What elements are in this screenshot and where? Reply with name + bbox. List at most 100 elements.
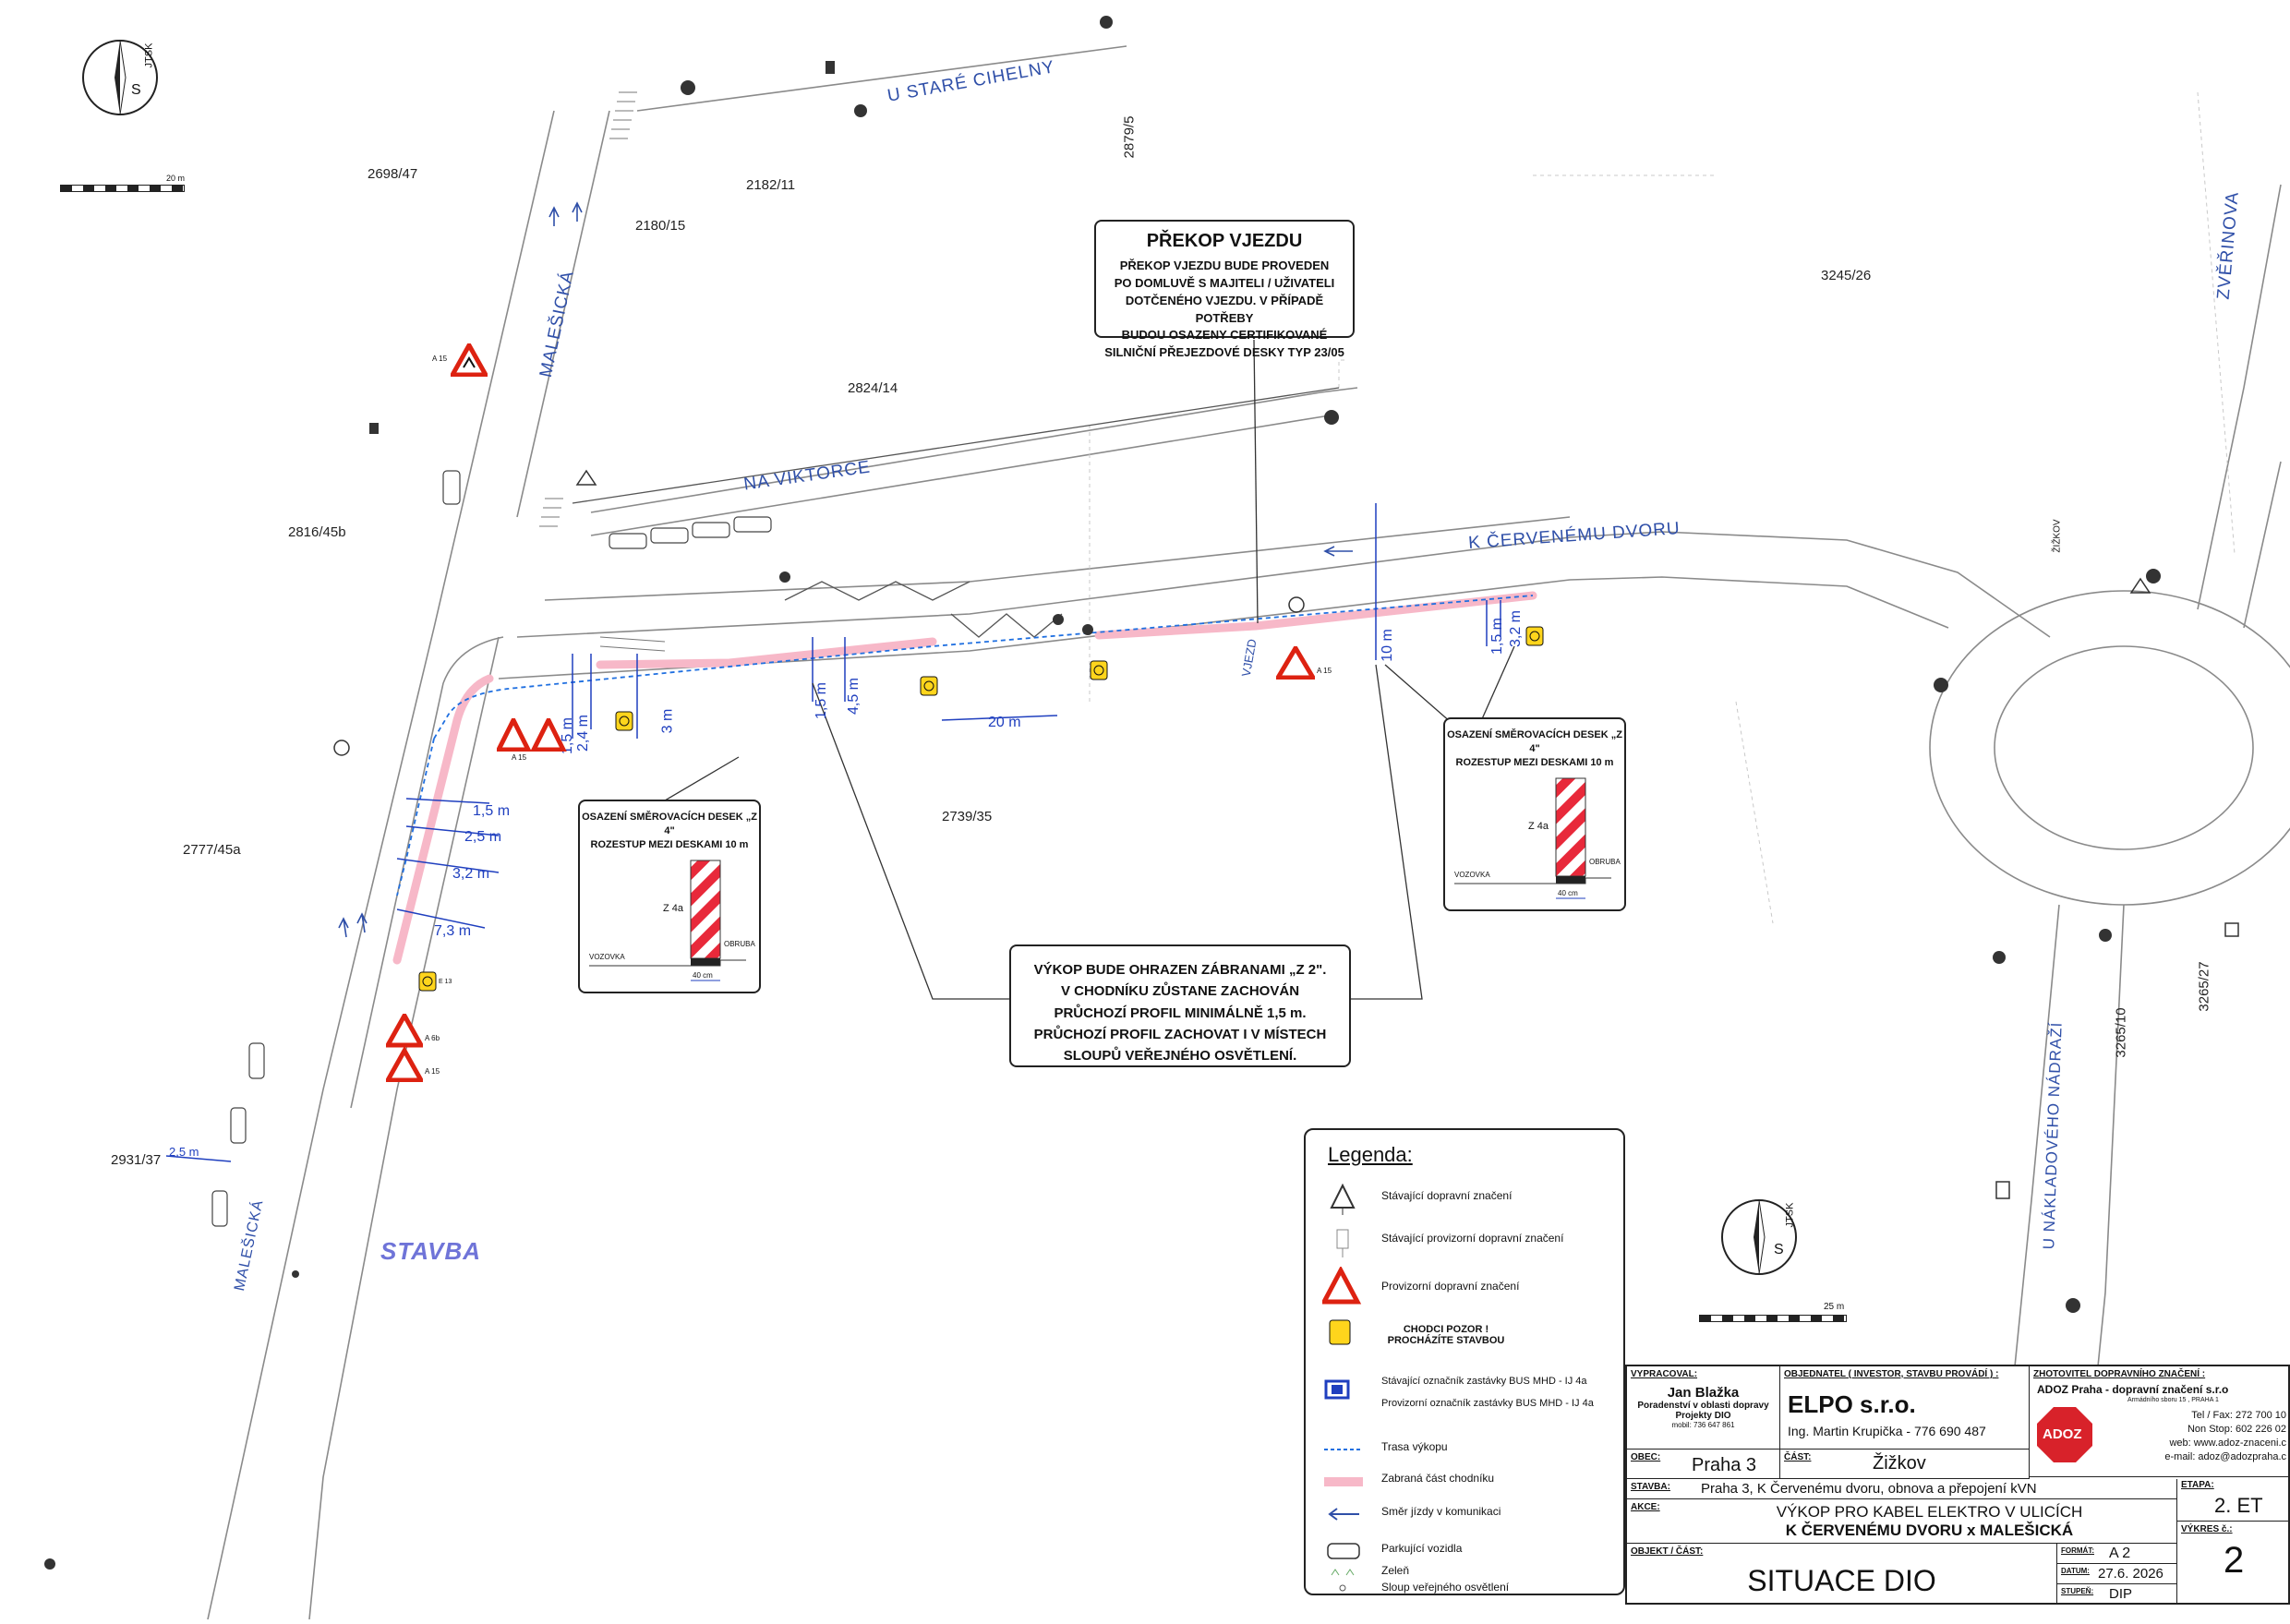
pedestrian-warning-icon [1090, 660, 1108, 680]
note-osazeni-right: OSAZENÍ SMĚROVACÍCH DESEK „Z 4" ROZESTUP… [1443, 717, 1626, 911]
dimension-lines [165, 503, 1501, 1162]
legend-label: Provizorní dopravní značení [1381, 1280, 1520, 1293]
tb-vypracoval: VYPRACOVAL: Jan Blažka Poradenství v obl… [1627, 1366, 1780, 1450]
tb-datum-value: 27.6. 2026 [2098, 1566, 2163, 1582]
legend-item: Stávající provizorní dopravní značení [1306, 1222, 1620, 1259]
road-edges [207, 45, 2290, 1619]
osazeni-line-1: OSAZENÍ SMĚROVACÍCH DESEK „Z 4" [582, 812, 757, 836]
osazeni-z4a: Z 4a [663, 903, 684, 914]
tb-caption: AKCE: [1631, 1502, 1660, 1512]
tb-caption: VÝKRES č.: [2181, 1524, 2233, 1534]
parked-cars [211, 470, 772, 1227]
note-prekop-title: PŘEKOP VJEZDU [1146, 231, 1303, 251]
legend-label: Provizorní označník zastávky BUS MHD - I… [1381, 1398, 1594, 1409]
legend-label: Parkující vozidla [1381, 1542, 1463, 1555]
north-arrow-label: JTSK [143, 42, 155, 68]
legend-label: Stávající dopravní značení [1381, 1189, 1513, 1202]
tb-caption: ČÁST: [1784, 1452, 1812, 1462]
note-osazeni-left: OSAZENÍ SMĚROVACÍCH DESEK „Z 4" ROZESTUP… [578, 800, 761, 993]
occupied-sidewalk [392, 591, 1537, 965]
legend-label: Trasa výkopu [1381, 1440, 1448, 1453]
tb-vypracoval-l2: Projekty DIO [1675, 1411, 1731, 1421]
legend-item: Sloup veřejného osvětlení [1306, 1579, 1620, 1597]
pedestrian-warning-icon [1525, 626, 1544, 646]
parcel-number: 2931/37 [111, 1152, 162, 1168]
legend-panel: Legenda: Stávající dopravní značení Stáv… [1304, 1128, 1625, 1595]
tb-caption: FORMÁT: [2061, 1546, 2094, 1555]
directional-board-diagram [589, 860, 746, 981]
sign-code: A 6b [425, 1034, 440, 1042]
sign-code: A 15 [1317, 667, 1332, 675]
tb-vykres-value: 2 [2224, 1540, 2245, 1581]
tb-caption: DATUM: [2061, 1567, 2090, 1575]
pedestrian-warning-icon [615, 711, 633, 731]
pedestrian-warning-icon [1329, 1319, 1351, 1345]
legend-label: Zabraná část chodníku [1381, 1472, 1495, 1485]
parcel-number: 2879/5 [1121, 115, 1138, 159]
tb-cast-value: Žižkov [1873, 1453, 1926, 1474]
tb-vypracoval-name: Jan Blažka [1667, 1385, 1740, 1401]
note-vykop-line: PRŮCHOZÍ PROFIL MINIMÁLNĚ 1,5 m. [1054, 1004, 1307, 1021]
tb-stavba-value: Praha 3, K Červenému dvoru, obnova a pře… [1701, 1481, 2037, 1497]
tb-caption: STAVBA: [1631, 1482, 1670, 1492]
tb-vykres: VÝKRES č.: 2 [2177, 1522, 2288, 1605]
legend-item: Zabraná část chodníku [1306, 1462, 1620, 1499]
car-icon [1327, 1543, 1360, 1559]
sign-code: E 13 [439, 979, 452, 985]
pink-band-icon [1324, 1477, 1363, 1486]
osazeni-vozovka: VOZOVKA [589, 953, 625, 961]
north-arrow-label-bottom: JTSK [1784, 1202, 1796, 1228]
legend-item: Zeleň [1306, 1560, 1620, 1582]
osazeni-obruba: OBRUBA [724, 940, 755, 948]
dimension-label: 1,5 m [473, 803, 511, 819]
tb-obec: OBEC: Praha 3 [1627, 1450, 1780, 1479]
warning-triangle-pair-icon [494, 715, 568, 752]
note-prekop-body: PŘEKOP VJEZDU BUDE PROVEDEN PO DOMLUVĚ S… [1096, 258, 1353, 362]
sign-a15-junction: A 15 [494, 715, 568, 762]
traffic-direction-arrows [338, 201, 1353, 938]
compass-icon [82, 40, 158, 115]
legend-item: Trasa výkopu [1306, 1431, 1620, 1468]
tb-caption: STUPEŇ: [2061, 1587, 2094, 1595]
pedestrian-warning-icon [920, 676, 938, 696]
legend-label: Směr jízdy v komunikaci [1381, 1505, 1501, 1518]
note-prekop-line: PO DOMLUVĚ S MAJITELI / UŽIVATELI [1114, 275, 1335, 290]
legend-title: Legenda: [1328, 1143, 1413, 1166]
dimension-label: 3,2 m [1508, 609, 1525, 648]
note-prekop-line: BUDOU OSAZENY CERTIFIKOVANÉ [1121, 328, 1328, 343]
note-prekop-line: SILNIČNÍ PŘEJEZDOVÉ DESKY TYP 23/05 [1104, 345, 1344, 360]
tb-objekt-value: SITUACE DIO [1747, 1564, 1936, 1597]
dashed-line-icon [1324, 1449, 1363, 1450]
bus-stop-icon [1324, 1379, 1350, 1400]
legend-label: Stávající označník zastávky BUS MHD - IJ… [1381, 1376, 1587, 1387]
directional-board-diagram [1454, 777, 1611, 899]
parcel-number: 2698/47 [368, 166, 418, 182]
tb-objednatel: OBJEDNATEL ( INVESTOR, STAVBU PROVÁDÍ ) … [1780, 1366, 2030, 1450]
parcel-number: 2739/35 [942, 809, 993, 824]
note-vykop-line: SLOUPŮ VEŘEJNÉHO OSVĚTLENÍ. [1063, 1048, 1297, 1064]
sign-e13 [615, 711, 633, 736]
dimension-label: 2,4 m [575, 714, 592, 752]
tb-zhotovitel-tel: Tel / Fax: 272 700 10 [2191, 1410, 2286, 1421]
scale-bar-top-label: 20 m [166, 174, 186, 183]
osazeni-width: 40 cm [693, 971, 713, 980]
dimension-label: 7,3 m [434, 923, 472, 939]
dimension-label: 1,5 m [1489, 617, 1506, 656]
dimension-label: 20 m [988, 715, 1021, 730]
legend-label: Sloup veřejného osvětlení [1381, 1581, 1510, 1594]
parcel-number: 2777/45a [183, 842, 241, 858]
legend-item: Stávající označník zastávky BUS MHD - IJ… [1306, 1372, 1620, 1409]
tb-obec-value: Praha 3 [1692, 1455, 1757, 1475]
sign-code: A 15 [512, 753, 527, 762]
tb-format: FORMÁT: A 2 [2057, 1544, 2177, 1564]
tb-caption: VYPRACOVAL: [1631, 1369, 1698, 1379]
note-vykop-line: V CHODNÍKU ZŮSTANE ZACHOVÁN [1060, 983, 1300, 1000]
dimension-label: 1,5 m [814, 681, 830, 720]
tb-stavba: STAVBA: Praha 3, K Červenému dvoru, obno… [1627, 1479, 2177, 1499]
title-block: VYPRACOVAL: Jan Blažka Poradenství v obl… [1625, 1365, 2290, 1605]
sign-code: A 15 [432, 355, 448, 363]
crosswalks [539, 91, 666, 652]
tb-akce: AKCE: VÝKOP PRO KABEL ELEKTRO V ULICÍCH … [1627, 1499, 2177, 1544]
sign-e13 [1090, 660, 1108, 685]
